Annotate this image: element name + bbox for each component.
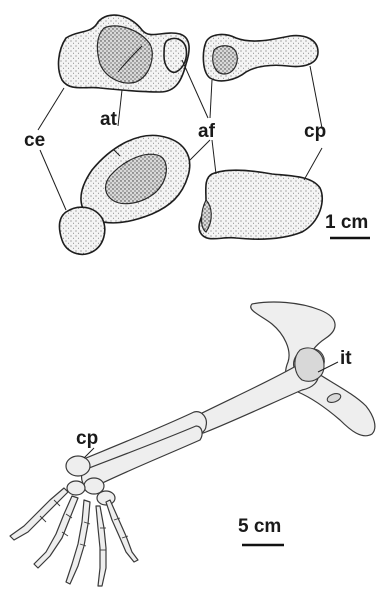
label-cp-top: cp bbox=[304, 121, 326, 142]
label-cp-bottom: cp bbox=[76, 428, 98, 449]
scale-label-bottom: 5 cm bbox=[238, 516, 281, 537]
top-panel: ce at af cp 1 cm bbox=[24, 15, 370, 254]
label-ce: ce bbox=[24, 130, 45, 151]
label-af: af bbox=[198, 121, 216, 142]
digits bbox=[10, 488, 138, 586]
bone-lower-right bbox=[199, 170, 322, 239]
scale-label-top: 1 cm bbox=[325, 212, 368, 233]
label-it: it bbox=[340, 348, 352, 369]
label-at: at bbox=[100, 109, 118, 130]
bone-upper-left bbox=[59, 15, 190, 92]
bone-lower-left bbox=[59, 135, 189, 254]
tibia-fibula bbox=[82, 412, 207, 489]
bottom-panel: it cp 5 cm bbox=[10, 302, 375, 586]
bone-upper-right bbox=[203, 35, 318, 81]
